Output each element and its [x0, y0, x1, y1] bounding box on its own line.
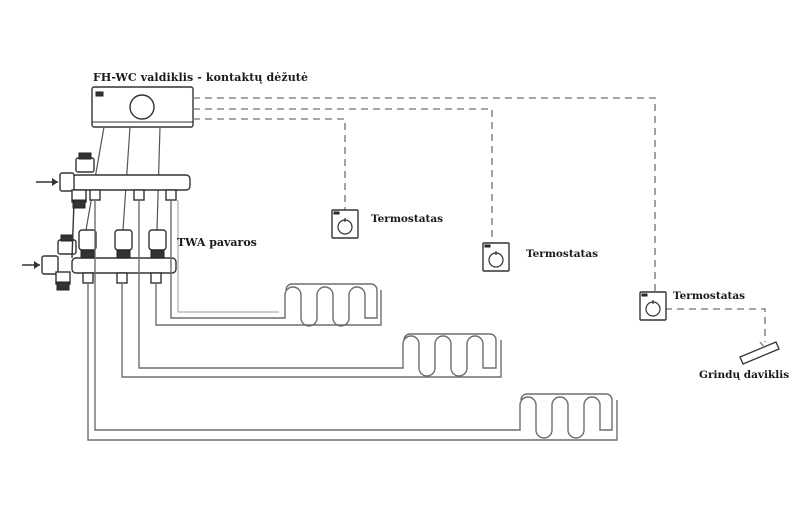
thermostat-wiring	[193, 97, 766, 342]
actuator-2	[114, 229, 133, 259]
heating-loop-1	[155, 200, 382, 327]
actuator-3	[148, 229, 167, 259]
thermostat-3-label: Termostatas	[673, 290, 746, 302]
thermostat-1	[331, 209, 359, 239]
thermostat-2-label: Termostatas	[526, 248, 599, 260]
supply-manifold	[36, 152, 191, 209]
thermostat-3	[639, 291, 667, 321]
heating-loop-3	[87, 200, 618, 441]
twa-actuators	[78, 229, 167, 259]
heating-loop-2	[121, 200, 502, 378]
controller-box	[91, 86, 194, 128]
actuator-1	[78, 229, 97, 259]
actuators-label: TWA pavaros	[177, 236, 257, 249]
floor-sensor	[739, 341, 780, 365]
thermostat-2	[482, 242, 510, 272]
floor-sensor-label: Grindų daviklis	[699, 369, 790, 381]
controller-label: FH-WC valdiklis - kontaktų dėžutė	[93, 71, 309, 84]
thermostat-1-label: Termostatas	[371, 213, 444, 225]
